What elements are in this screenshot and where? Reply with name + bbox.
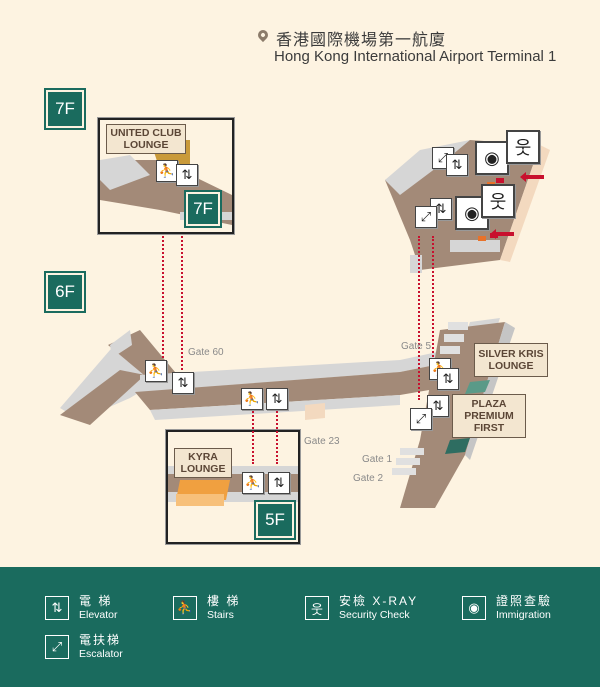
- immigration-icon: ◉: [475, 141, 509, 175]
- gate-23-label: Gate 23: [304, 436, 340, 447]
- elevator-icon: ⇅: [427, 395, 449, 417]
- elevator-icon: ⇅: [266, 388, 288, 410]
- escalator-icon: ⤢: [410, 408, 432, 430]
- route-escalator-7f-6f: [418, 236, 420, 400]
- immigration-icon: ◉: [462, 596, 486, 620]
- escalator-icon: ⤢: [415, 206, 437, 228]
- gate-2-label: Gate 2: [353, 473, 384, 484]
- stairs-icon: ⛹: [156, 160, 178, 182]
- elevator-icon: ⇅: [446, 154, 468, 176]
- security-check-icon: 웃: [506, 130, 540, 164]
- stairs-icon: ⛹: [145, 360, 167, 382]
- route-elevator-6f-5f: [276, 408, 278, 464]
- elevator-icon: ⇅: [176, 164, 198, 186]
- floor-badge-6f: 6F: [44, 271, 86, 313]
- elevator-icon: ⇅: [172, 372, 194, 394]
- stairs-icon: ⛹: [242, 472, 264, 494]
- route-elevator-7f-6f-east: [432, 236, 434, 364]
- security-check-icon: 웃: [481, 184, 515, 218]
- silver-kris-lounge-label: SILVER KRIS LOUNGE: [474, 343, 548, 377]
- title-chinese: 香港國際機場第一航廈: [276, 32, 447, 49]
- inset-5f: KYRA LOUNGE ⛹ ⇅ 5F: [166, 430, 300, 544]
- inset-7f: UNITED CLUB LOUNGE ⛹ ⇅ 7F: [98, 118, 234, 234]
- terminal-map-6f: [60, 140, 550, 508]
- gate-60-label: Gate 60: [188, 347, 224, 358]
- elevator-icon: ⇅: [268, 472, 290, 494]
- floor-badge-7f: 7F: [44, 88, 86, 130]
- route-elevator-7f-6f: [181, 236, 183, 370]
- stairs-icon: ⛹: [241, 388, 263, 410]
- elevator-icon: ⇅: [45, 596, 69, 620]
- elevator-icon: ⇅: [437, 368, 459, 390]
- kyra-lounge-label: KYRA LOUNGE: [174, 448, 232, 478]
- title-english: Hong Kong International Airport Terminal…: [274, 48, 557, 65]
- gate-5-label: Gate 5: [401, 341, 432, 352]
- gate-1-label: Gate 1: [362, 454, 393, 465]
- route-stairs-7f-6f: [162, 236, 164, 358]
- floor-badge-7f-inset: 7F: [184, 190, 222, 228]
- plaza-premium-first-label: PLAZA PREMIUM FIRST: [452, 394, 526, 438]
- floor-badge-5f: 5F: [254, 500, 296, 540]
- route-stairs-6f-5f: [252, 408, 254, 464]
- united-club-lounge-label: UNITED CLUB LOUNGE: [106, 124, 186, 154]
- escalator-icon: ⤢: [45, 635, 69, 659]
- stairs-icon: ⛹: [173, 596, 197, 620]
- security-check-icon: 웃: [305, 596, 329, 620]
